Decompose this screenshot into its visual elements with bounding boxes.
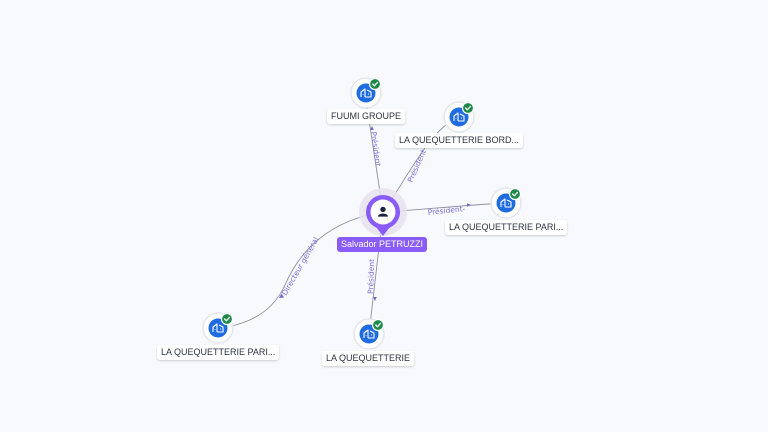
edge-arrow <box>467 203 471 207</box>
company-label[interactable]: LA QUEQUETTERIE <box>322 351 415 366</box>
verified-check-icon <box>368 77 382 91</box>
building-icon <box>363 329 375 339</box>
building-icon <box>360 88 372 98</box>
building-icon <box>212 323 224 333</box>
company-node-quequetterie-bordeaux[interactable] <box>443 101 475 133</box>
company-node-fuumi-groupe[interactable] <box>350 77 382 109</box>
person-name-label[interactable]: Salvador PETRUZZI <box>337 237 428 252</box>
edge-label: Président <box>366 259 376 294</box>
verified-check-icon <box>220 312 234 326</box>
edge-arrow <box>373 297 377 301</box>
verified-check-icon <box>371 318 385 332</box>
company-label[interactable]: LA QUEQUETTERIE PARI... <box>445 220 568 235</box>
edge-label: Président <box>369 131 383 167</box>
building-icon <box>500 198 512 208</box>
edge-label: Directeur général <box>280 236 321 297</box>
edge-label: Président <box>406 148 428 184</box>
verified-check-icon <box>508 187 522 201</box>
person-icon <box>378 206 388 217</box>
edge-arrow <box>370 126 374 130</box>
company-label[interactable]: LA QUEQUETTERIE PARI... <box>157 345 280 360</box>
edge-label: Président- <box>427 204 466 217</box>
company-node-quequetterie-paris-2[interactable] <box>202 312 234 344</box>
edge-directeur-paris-2 <box>217 211 384 330</box>
edge-arrow <box>279 293 284 298</box>
person-node[interactable] <box>359 188 407 236</box>
building-icon <box>453 112 465 122</box>
company-label[interactable]: FUUMI GROUPE <box>327 109 406 124</box>
verified-check-icon <box>461 101 475 115</box>
company-label[interactable]: LA QUEQUETTERIE BORD... <box>395 133 524 148</box>
company-node-la-quequetterie[interactable] <box>353 318 385 350</box>
company-node-quequetterie-paris-1[interactable] <box>490 187 522 219</box>
